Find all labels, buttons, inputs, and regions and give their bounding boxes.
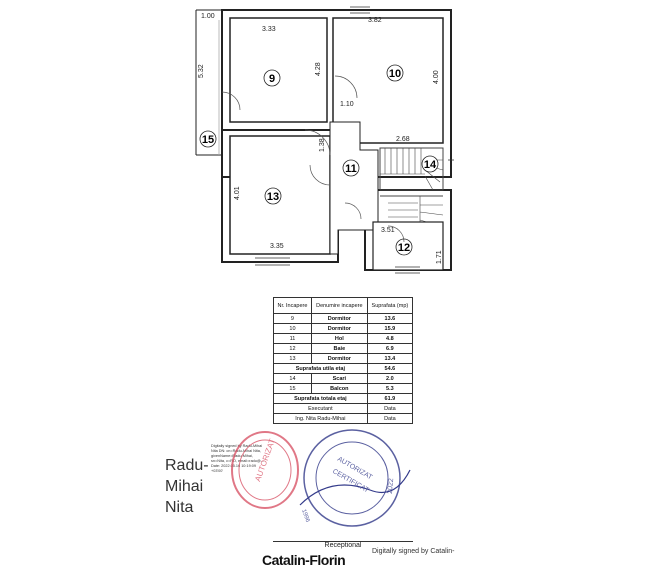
dim-hall-width: 1.10 (340, 101, 354, 108)
dim-stair-width: 2.68 (396, 136, 410, 143)
balcony-15 (195, 9, 222, 156)
dim-room12-width: 3.51 (381, 227, 395, 234)
room-number-13: 13 (264, 187, 282, 205)
svg-text:14: 14 (424, 159, 437, 171)
util-value: 54.6 (366, 363, 414, 374)
room-13 (229, 135, 331, 255)
header-name: Denumire incapere (310, 297, 368, 314)
table-header-row: Nr. Incapere Denumire incapere Suprafata… (273, 297, 414, 314)
table-row: 15 Balcon 5.3 (273, 383, 414, 394)
signer-name-line1: Radu- (165, 457, 209, 474)
cell-name: Baie (310, 343, 368, 354)
room-12 (372, 221, 444, 271)
util-label: Suprafata utila etaj (273, 363, 368, 374)
receptional-label: Receptional (273, 541, 413, 549)
cell-nr: 11 (273, 333, 312, 344)
cell-area: 4.8 (366, 333, 414, 344)
util-area-row: Suprafata utila etaj 54.6 (273, 363, 414, 374)
executant-name: Ing. Nita Radu-Mihai (273, 413, 368, 424)
cell-nr: 13 (273, 353, 312, 364)
cell-area: 2.0 (366, 373, 414, 384)
blue-stamp-line1: AUTORIZAT (336, 456, 374, 482)
cell-area: 5.3 (366, 383, 414, 394)
cell-name: Scari (310, 373, 368, 384)
dim-room13-height: 4.01 (234, 186, 241, 200)
windows (255, 6, 454, 274)
cell-nr: 12 (273, 343, 312, 354)
table-row: 13 Dormitor 13.4 (273, 353, 414, 364)
table-row: 10 Dormitor 15.9 (273, 323, 414, 334)
svg-text:9: 9 (269, 73, 275, 85)
cell-nr: 10 (273, 323, 312, 334)
cell-name: Hol (310, 333, 368, 344)
cell-area: 15.9 (366, 323, 414, 334)
data-label: Data (366, 403, 414, 414)
dim-room10-width: 3.82 (368, 17, 382, 24)
svg-text:12: 12 (398, 242, 410, 254)
total-area-row: Suprafata totala etaj 61.9 (273, 393, 414, 404)
executant-label: Executant (273, 403, 368, 414)
room-number-15: 15 (199, 130, 217, 148)
cell-name: Dormitor (310, 313, 368, 324)
room-number-14: 14 (421, 155, 439, 173)
signer-name-line3: Nita (165, 499, 194, 516)
dim-balcony-width: 1.00 (201, 13, 215, 20)
data-label-2: Data (366, 413, 414, 424)
blue-stamp-1996: 1996 (300, 509, 310, 524)
room-number-12: 12 (395, 238, 413, 256)
executant-row: Executant Data (273, 403, 414, 414)
header-area: Suprafata (mp) (366, 297, 414, 314)
dim-room9-height: 4.28 (315, 62, 322, 76)
room-9 (229, 17, 328, 123)
signer-name: Radu- Mihai Nita (165, 455, 209, 518)
table-row: 11 Hol 4.8 (273, 333, 414, 344)
receptional-name: Catalin-Florin (262, 552, 346, 568)
svg-text:11: 11 (345, 163, 357, 175)
cell-nr: 15 (273, 383, 312, 394)
table-row: 14 Scari 2.0 (273, 373, 414, 384)
header-nr: Nr. Incapere (273, 297, 312, 314)
blue-stamp-year: 2022 (387, 478, 395, 494)
svg-text:15: 15 (202, 134, 214, 146)
table-row: 12 Baie 6.9 (273, 343, 414, 354)
digital-signature-note: Digitally signed by Radu-Mihai Nita DN: … (211, 444, 264, 473)
door-arcs (221, 75, 405, 243)
dim-hall-height: 1.38 (319, 138, 326, 152)
room-11 (329, 121, 379, 255)
cell-area: 13.6 (366, 313, 414, 324)
cell-nr: 14 (273, 373, 312, 384)
floor-plan: 1.00 5.32 3.33 4.28 3.82 4.00 1.10 2.68 … (195, 6, 454, 274)
cell-name: Balcon (310, 383, 368, 394)
dim-room12-height: 1.71 (436, 250, 443, 264)
room-number-10: 10 (386, 64, 404, 82)
dim-room13-width: 3.35 (270, 243, 284, 250)
cell-name: Dormitor (310, 323, 368, 334)
cell-area: 6.9 (366, 343, 414, 354)
total-value: 61.9 (366, 393, 414, 404)
dim-room10-height: 4.00 (433, 70, 440, 84)
svg-text:13: 13 (267, 191, 279, 203)
blue-stamp-line2: CERTIFICAT (331, 468, 370, 495)
cell-nr: 9 (273, 313, 312, 324)
total-label: Suprafata totala etaj (273, 393, 368, 404)
table-row: 9 Dormitor 13.6 (273, 313, 414, 324)
svg-text:10: 10 (389, 68, 401, 80)
room-area-table: Nr. Incapere Denumire incapere Suprafata… (273, 297, 414, 424)
dim-room9-width: 3.33 (262, 26, 276, 33)
blue-stamp: AUTORIZAT CERTIFICAT 2022 1996 (300, 429, 401, 527)
cell-name: Dormitor (310, 353, 368, 364)
room-number-11: 11 (342, 159, 360, 177)
executant-name-row: Ing. Nita Radu-Mihai Data (273, 413, 414, 424)
dim-balcony-length: 5.32 (198, 64, 205, 78)
cell-area: 13.4 (366, 353, 414, 364)
signer-name-line2: Mihai (165, 478, 204, 495)
digital-signed-bottom: Digitally signed by Catalin- (372, 548, 455, 555)
room-number-9: 9 (263, 69, 281, 87)
handwritten-signature (299, 469, 411, 506)
